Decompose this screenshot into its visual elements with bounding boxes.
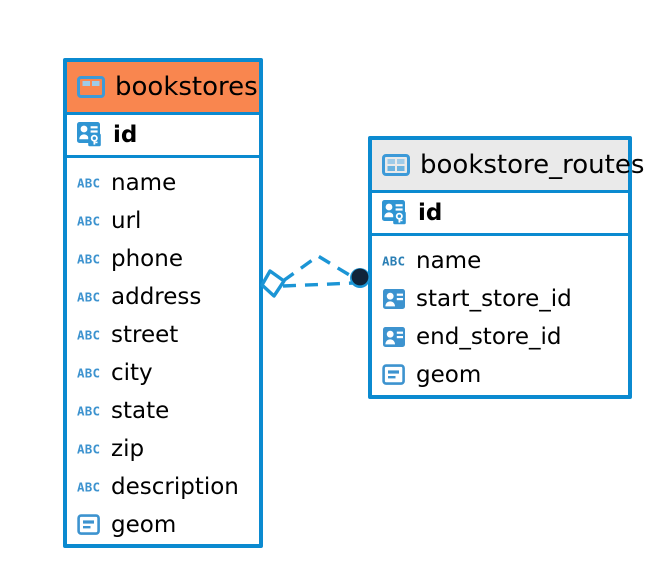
- field-row[interactable]: start_store_id: [372, 280, 628, 318]
- field-row[interactable]: ABC address: [67, 278, 259, 316]
- field-row[interactable]: ABC description: [67, 468, 259, 506]
- field-label: geom: [111, 511, 177, 538]
- svg-text:ABC: ABC: [77, 442, 100, 456]
- text-field-icon: ABC: [77, 214, 103, 229]
- entity-bookstores[interactable]: bookstores id: [63, 58, 263, 548]
- svg-text:ABC: ABC: [77, 290, 100, 304]
- field-label: address: [111, 283, 202, 310]
- text-field-icon: ABC: [77, 366, 103, 381]
- entity-bookstore-routes-header[interactable]: bookstore_routes: [372, 140, 644, 190]
- entity-bookstores-header[interactable]: bookstores: [67, 62, 259, 112]
- geometry-field-icon: [77, 514, 103, 536]
- field-label: description: [111, 473, 239, 500]
- field-row[interactable]: end_store_id: [372, 318, 628, 356]
- entity-bookstore-routes-title: bookstore_routes: [420, 150, 645, 180]
- text-field-icon: ABC: [77, 480, 103, 495]
- field-label: name: [416, 247, 482, 274]
- field-label: street: [111, 321, 179, 348]
- svg-text:ABC: ABC: [77, 328, 100, 342]
- field-label: zip: [111, 435, 145, 462]
- diamond-outline-marker: [260, 269, 286, 298]
- field-row[interactable]: ABC url: [67, 202, 259, 240]
- field-label: start_store_id: [416, 285, 572, 312]
- text-field-icon: ABC: [77, 290, 103, 305]
- primary-key-icon: [382, 200, 410, 226]
- table-icon: [77, 76, 105, 98]
- svg-text:ABC: ABC: [77, 214, 100, 228]
- field-label: url: [111, 207, 142, 234]
- field-row[interactable]: ABC street: [67, 316, 259, 354]
- field-label: name: [111, 169, 177, 196]
- svg-text:ABC: ABC: [77, 404, 100, 418]
- field-row[interactable]: ABC phone: [67, 240, 259, 278]
- foreign-key-icon: [382, 326, 408, 349]
- field-row[interactable]: ABC name: [372, 242, 628, 280]
- field-row[interactable]: ABC city: [67, 354, 259, 392]
- entity-bookstores-primary-key-label: id: [113, 121, 138, 148]
- table-icon: [382, 154, 410, 176]
- field-row[interactable]: ABC state: [67, 392, 259, 430]
- svg-text:ABC: ABC: [77, 252, 100, 266]
- primary-key-icon: [77, 122, 105, 148]
- field-label: city: [111, 359, 153, 386]
- text-field-icon: ABC: [77, 442, 103, 457]
- entity-bookstore-routes[interactable]: bookstore_routes id: [368, 136, 644, 402]
- entity-bookstores-field-list: ABC name ABC url ABC p: [67, 158, 259, 552]
- text-field-icon: ABC: [77, 252, 103, 267]
- field-row[interactable]: geom: [372, 356, 628, 394]
- entity-bookstore-routes-primary-key-label: id: [418, 199, 443, 226]
- relationship-line-lower: [282, 281, 355, 288]
- field-label: state: [111, 397, 170, 424]
- field-row[interactable]: ABC zip: [67, 430, 259, 468]
- text-field-icon: ABC: [77, 404, 103, 419]
- text-field-icon: ABC: [77, 176, 103, 191]
- filled-circle-marker: [351, 268, 369, 286]
- text-field-icon: ABC: [77, 328, 103, 343]
- field-label: end_store_id: [416, 323, 562, 350]
- entity-bookstore-routes-primary-key-row[interactable]: id: [372, 190, 628, 236]
- field-row[interactable]: ABC name: [67, 164, 259, 202]
- field-label: geom: [416, 361, 482, 388]
- svg-text:ABC: ABC: [77, 176, 100, 190]
- text-field-icon: ABC: [382, 254, 408, 269]
- target-marker-ring: [350, 268, 370, 288]
- svg-text:ABC: ABC: [77, 366, 100, 380]
- geometry-field-icon: [382, 364, 408, 386]
- svg-text:ABC: ABC: [382, 254, 405, 268]
- field-label: phone: [111, 245, 183, 272]
- foreign-key-icon: [382, 288, 408, 311]
- entity-bookstores-primary-key-row[interactable]: id: [67, 112, 259, 158]
- relationship-line-upper: [282, 253, 357, 283]
- entity-bookstores-title: bookstores: [115, 72, 258, 102]
- field-row[interactable]: geom: [67, 506, 259, 544]
- svg-text:ABC: ABC: [77, 480, 100, 494]
- entity-bookstore-routes-field-list: ABC name start_store_id: [372, 236, 628, 402]
